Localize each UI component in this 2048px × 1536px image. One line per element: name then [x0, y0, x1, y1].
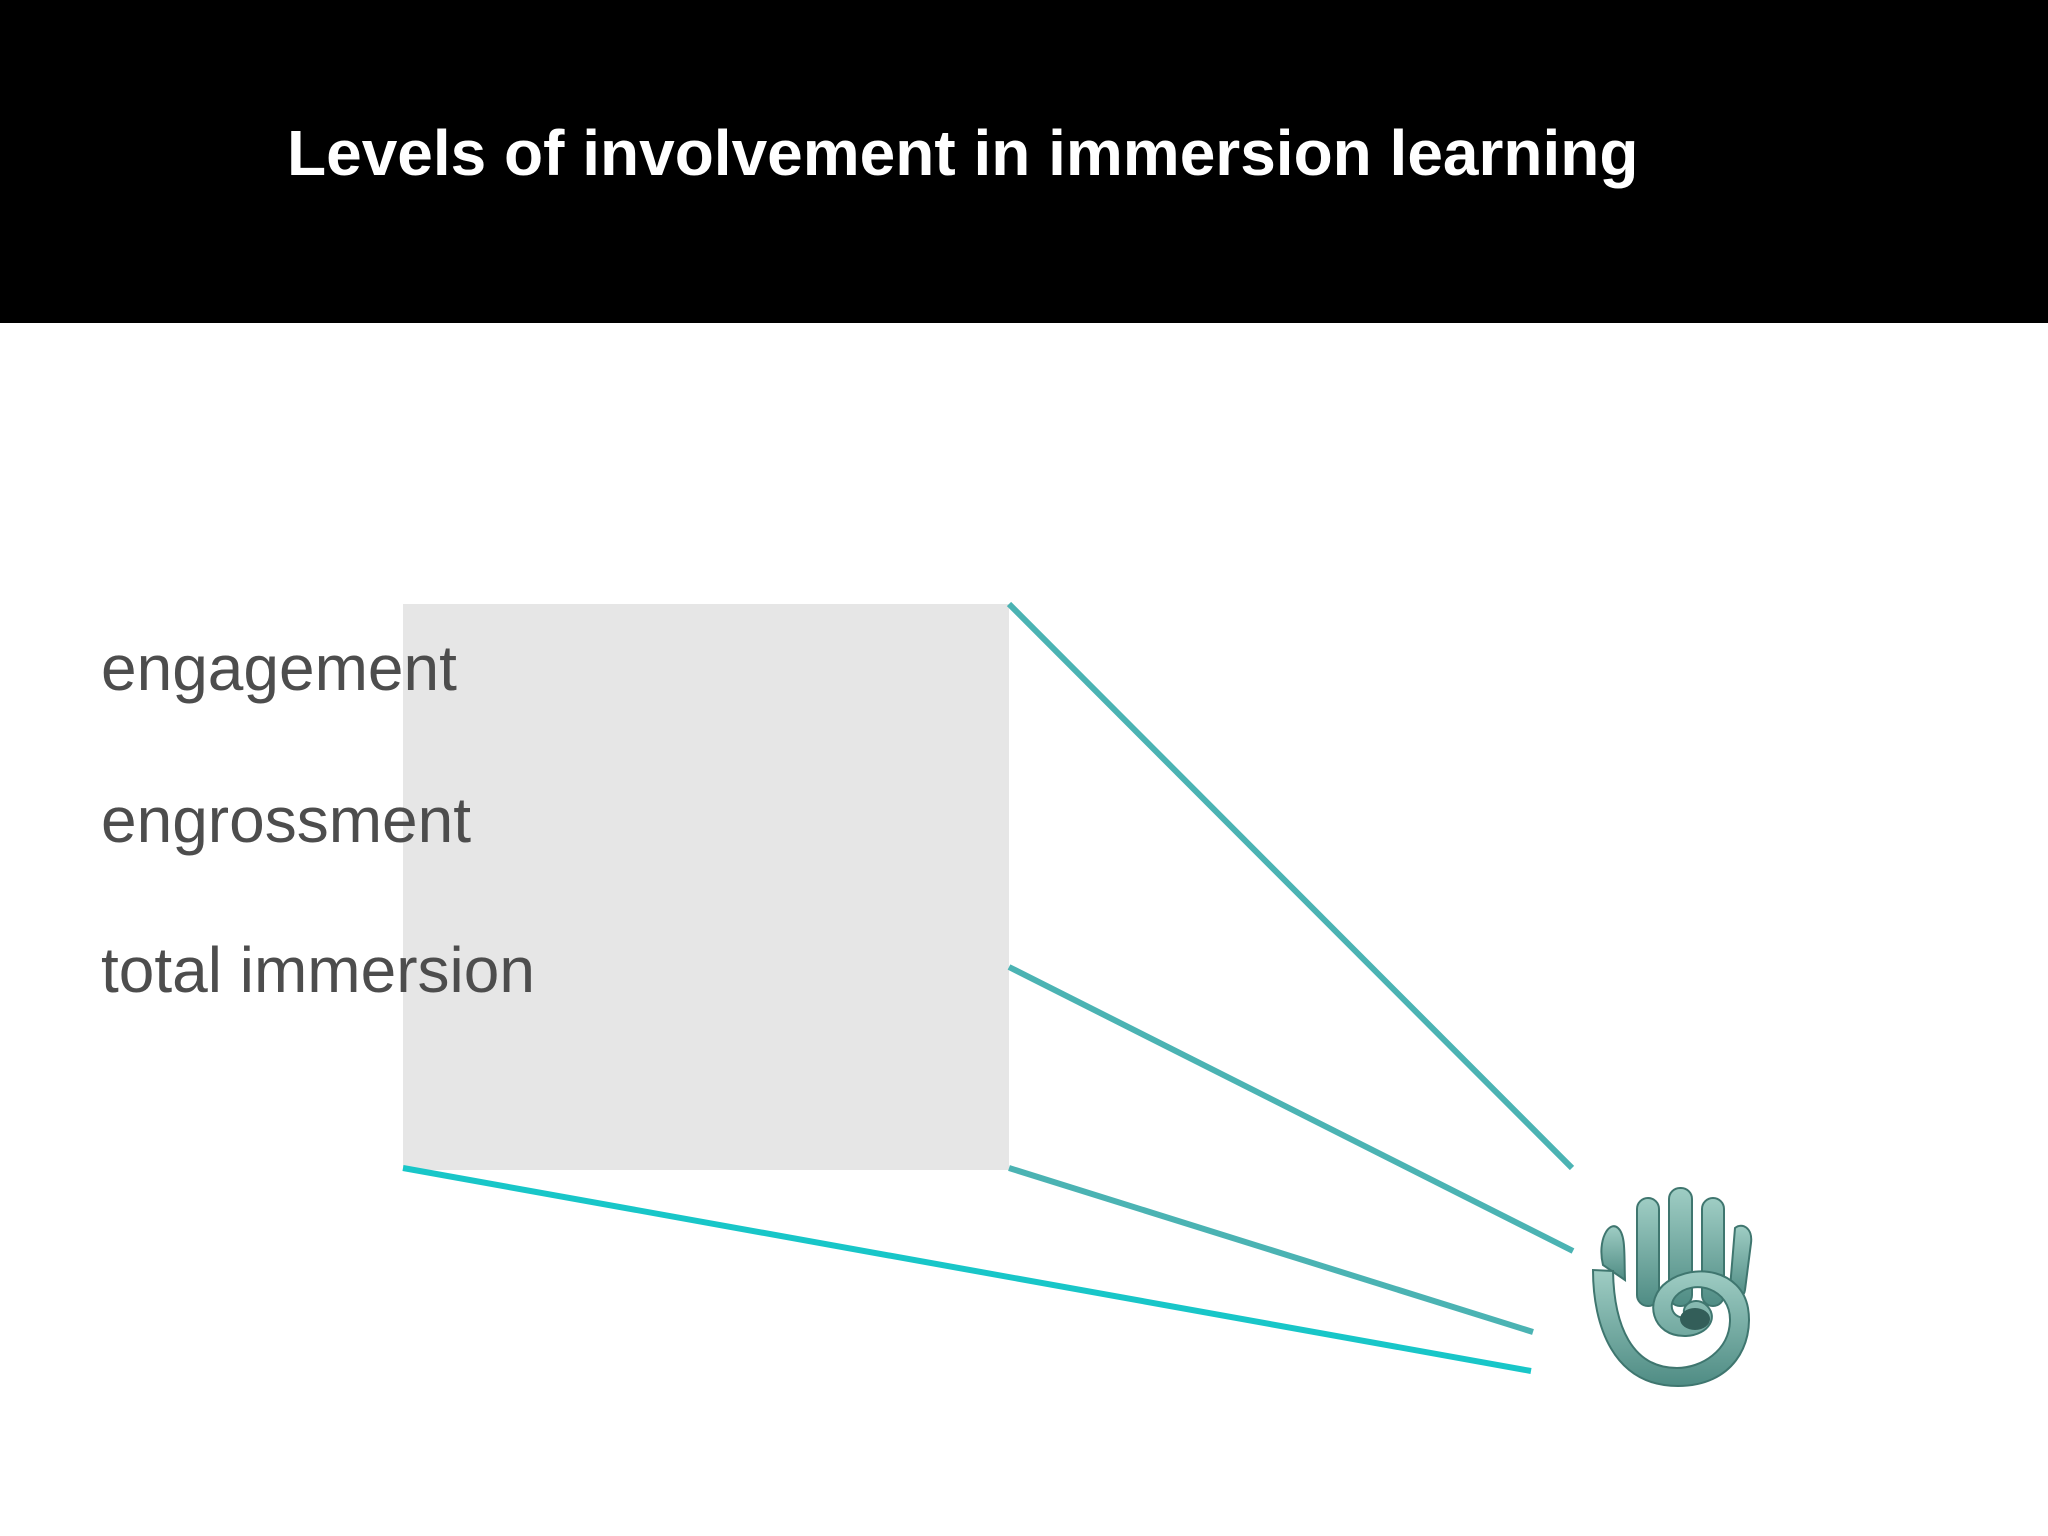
connector-line-total-immersion	[1007, 964, 1575, 1254]
connector-line-box-bottom-right	[1008, 1165, 1534, 1335]
connector-line-top	[1006, 601, 1575, 1171]
levels-box	[403, 604, 1009, 1170]
slide-title: Levels of involvement in immersion learn…	[287, 117, 1639, 189]
hand-eye-logo-icon	[1591, 1187, 1753, 1388]
connector-line-box-bottom-left	[402, 1165, 1532, 1374]
title-bar: Levels of involvement in immersion learn…	[0, 0, 2048, 323]
level-total-immersion: total immersion	[101, 934, 535, 1006]
level-engrossment: engrossment	[101, 784, 471, 856]
level-engagement: engagement	[101, 632, 457, 704]
